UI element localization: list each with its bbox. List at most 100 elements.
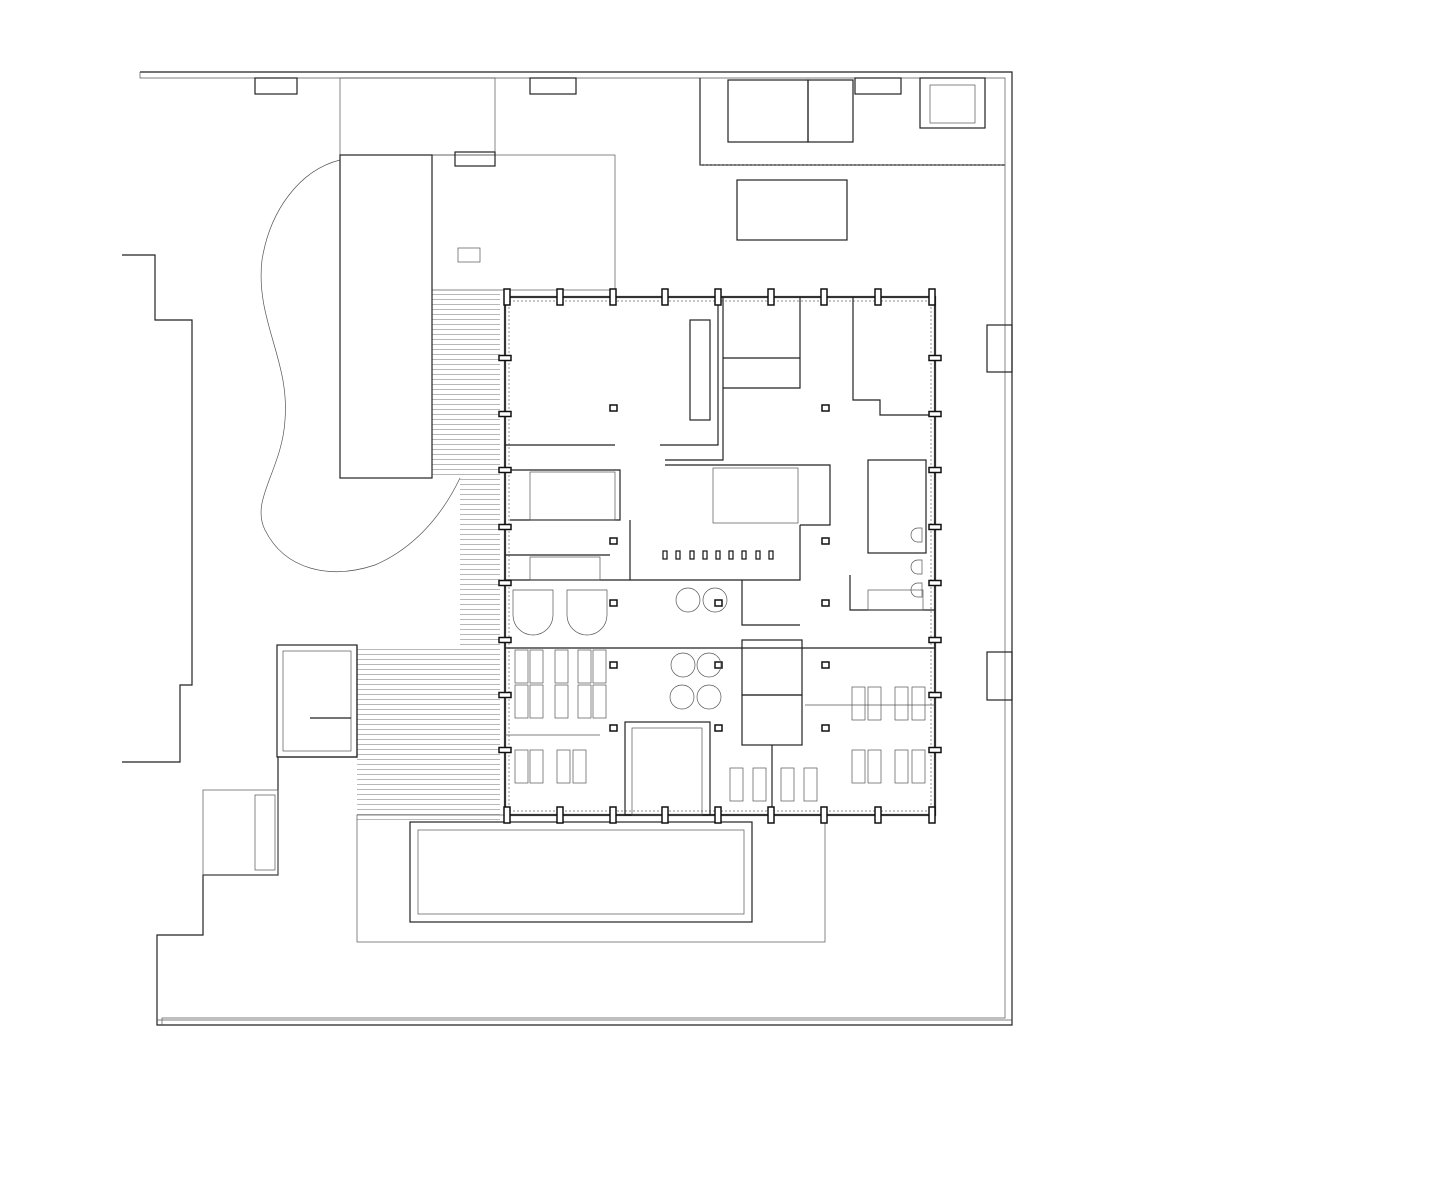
- column: [662, 550, 668, 560]
- lounger: [529, 684, 544, 719]
- service-block: [699, 77, 1005, 241]
- round-lounger: [702, 587, 728, 613]
- column: [661, 288, 669, 306]
- column: [928, 410, 942, 418]
- column: [767, 806, 775, 824]
- lounger: [851, 749, 866, 784]
- column: [609, 599, 618, 607]
- bed: [512, 589, 554, 636]
- pool-house: [202, 644, 358, 876]
- column: [498, 746, 512, 754]
- column: [821, 724, 830, 732]
- column: [609, 806, 617, 824]
- column: [820, 288, 828, 306]
- column: [741, 550, 747, 560]
- lounger: [554, 684, 569, 719]
- lounger: [752, 767, 767, 802]
- column: [498, 579, 512, 587]
- swimming-pool: [409, 821, 753, 923]
- lounger: [577, 649, 592, 684]
- column: [661, 806, 669, 824]
- column: [702, 550, 708, 560]
- round-lounger: [675, 587, 701, 613]
- column: [821, 661, 830, 669]
- column: [714, 806, 722, 824]
- lounger: [556, 749, 571, 784]
- main-building: [498, 288, 942, 824]
- column: [928, 636, 942, 644]
- boundary-niches: [254, 77, 1013, 701]
- chair: [910, 559, 923, 575]
- bed: [566, 589, 608, 636]
- column: [928, 746, 942, 754]
- lounger: [867, 686, 882, 721]
- column: [498, 691, 512, 699]
- column: [928, 466, 942, 474]
- lounger: [529, 649, 544, 684]
- column: [715, 550, 721, 560]
- column: [714, 724, 723, 732]
- column: [821, 599, 830, 607]
- column: [767, 288, 775, 306]
- column: [928, 288, 936, 306]
- round-lounger: [669, 684, 695, 710]
- lounger: [729, 767, 744, 802]
- lounger: [803, 767, 818, 802]
- lounger: [529, 749, 544, 784]
- lounger: [780, 767, 795, 802]
- lounger: [592, 684, 607, 719]
- column: [755, 550, 761, 560]
- chair: [910, 527, 923, 543]
- column: [728, 550, 734, 560]
- column: [609, 404, 618, 412]
- lawn-area: [260, 159, 461, 572]
- column: [503, 288, 511, 306]
- column: [556, 288, 564, 306]
- column: [874, 806, 882, 824]
- lounger: [911, 686, 926, 721]
- column: [874, 288, 882, 306]
- lounger: [514, 684, 529, 719]
- lounger: [894, 686, 909, 721]
- column: [820, 806, 828, 824]
- lounger: [911, 749, 926, 784]
- round-lounger: [696, 684, 722, 710]
- lounger: [514, 649, 529, 684]
- column: [498, 523, 512, 531]
- column: [928, 579, 942, 587]
- lounger: [577, 684, 592, 719]
- column: [609, 288, 617, 306]
- timber-deck: [339, 77, 826, 943]
- column: [768, 550, 774, 560]
- column: [498, 636, 512, 644]
- round-lounger: [696, 652, 722, 678]
- column: [609, 724, 618, 732]
- neighbour-building-outline: [122, 254, 193, 763]
- lounger: [894, 749, 909, 784]
- round-lounger: [670, 652, 696, 678]
- column: [675, 550, 681, 560]
- column: [714, 661, 723, 669]
- chair: [910, 582, 923, 598]
- column: [928, 523, 942, 531]
- column: [928, 806, 936, 824]
- column: [714, 288, 722, 306]
- column: [498, 354, 512, 362]
- terrace-slab: [339, 154, 433, 479]
- column: [556, 806, 564, 824]
- lounger: [592, 649, 607, 684]
- column: [503, 806, 511, 824]
- column: [609, 661, 618, 669]
- column: [928, 691, 942, 699]
- lounger: [554, 649, 569, 684]
- site-boundary: [139, 71, 1013, 1026]
- column: [609, 537, 618, 545]
- lounger: [867, 749, 882, 784]
- lounger: [851, 686, 866, 721]
- column: [689, 550, 695, 560]
- lounger: [514, 749, 529, 784]
- column: [821, 537, 830, 545]
- column: [821, 404, 830, 412]
- column: [498, 466, 512, 474]
